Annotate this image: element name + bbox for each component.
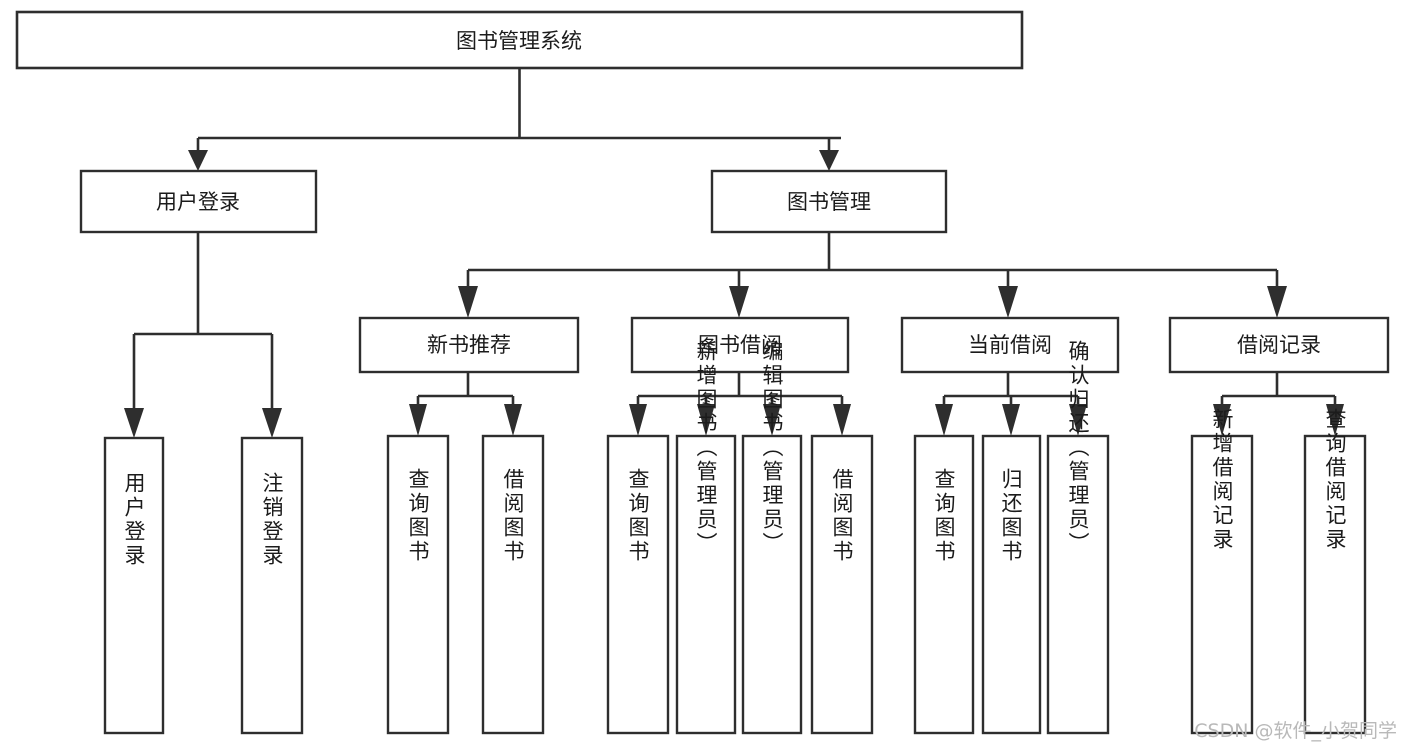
leaf-bb-query-book-label: 查询图书 xyxy=(626,468,650,564)
node-user-login-box[interactable] xyxy=(79,169,318,234)
leaf-nb-borrow-book[interactable]: 借阅图书 xyxy=(481,434,545,735)
leaf-logout[interactable]: 注销登录 xyxy=(240,436,304,735)
node-book-borrow-label: 图书借阅 xyxy=(698,333,782,357)
node-book-management-label: 图书管理 xyxy=(787,190,871,214)
node-root[interactable]: 图书管理系统 xyxy=(15,10,1024,70)
node-book-borrow-box[interactable] xyxy=(630,316,850,374)
arrow-head-br-query-record xyxy=(1326,404,1344,436)
leaf-br-add-record-label: 新增借阅记录 xyxy=(1210,408,1234,552)
node-root-label: 图书管理系统 xyxy=(456,29,582,53)
node-new-book-recommend-box[interactable] xyxy=(358,316,580,374)
leaf-br-query-record-box[interactable] xyxy=(1303,434,1367,735)
leaf-cb-query-book[interactable]: 查询图书 xyxy=(913,434,975,735)
arrow-head-br-add-record xyxy=(1213,404,1231,436)
leaf-cb-confirm-return[interactable]: 确认归还（管理员） xyxy=(1046,340,1110,735)
arrow-head-leaf-user-login xyxy=(124,408,144,438)
leaf-bb-add-book-label: 新增图书（管理员） xyxy=(694,340,718,556)
connector-layer xyxy=(124,68,1344,438)
node-current-borrow-label: 当前借阅 xyxy=(968,333,1052,357)
leaf-nb-query-book[interactable]: 查询图书 xyxy=(386,434,450,735)
arrow-head-user-login xyxy=(188,150,208,171)
leaf-bb-add-book[interactable]: 新增图书（管理员） xyxy=(675,340,737,735)
arrow-head-nb-query-book xyxy=(409,404,427,436)
arrow-head-bb-add-book xyxy=(697,404,715,436)
leaf-cb-confirm-return-label: 确认归还（管理员） xyxy=(1066,340,1090,556)
leaf-bb-add-book-box[interactable] xyxy=(675,434,737,735)
node-root-box[interactable] xyxy=(15,10,1024,70)
leaf-bb-edit-book[interactable]: 编辑图书（管理员） xyxy=(741,340,803,735)
arrow-head-book-borrow xyxy=(729,286,749,318)
leaf-br-query-record[interactable]: 查询借阅记录 xyxy=(1303,408,1367,735)
arrow-head-borrow-records xyxy=(1267,286,1287,318)
leaf-bb-edit-book-label: 编辑图书（管理员） xyxy=(760,340,784,556)
leaf-bb-query-book[interactable]: 查询图书 xyxy=(606,434,670,735)
leaf-br-add-record-box[interactable] xyxy=(1190,434,1254,735)
leaf-bb-borrow-book[interactable]: 借阅图书 xyxy=(810,434,874,735)
node-current-borrow-box[interactable] xyxy=(900,316,1120,374)
leaf-nb-query-book-box[interactable] xyxy=(386,434,450,735)
leaf-nb-borrow-book-label: 借阅图书 xyxy=(501,468,525,564)
node-borrow-records-label: 借阅记录 xyxy=(1237,333,1321,357)
leaf-user-login[interactable]: 用户登录 xyxy=(103,436,165,735)
leaf-user-login-label: 用户登录 xyxy=(122,472,146,568)
node-borrow-records-box[interactable] xyxy=(1168,316,1390,374)
leaf-cb-confirm-return-box[interactable] xyxy=(1046,434,1110,735)
leaf-cb-return-book-box[interactable] xyxy=(981,434,1042,735)
arrow-head-nb-borrow-book xyxy=(504,404,522,436)
leaf-nb-query-book-label: 查询图书 xyxy=(406,468,430,564)
node-user-login-label: 用户登录 xyxy=(156,190,240,214)
node-book-management-box[interactable] xyxy=(710,169,948,234)
node-book-borrow[interactable]: 图书借阅 xyxy=(630,316,850,374)
arrow-head-bb-edit-book xyxy=(763,404,781,436)
leaf-cb-return-book-label: 归还图书 xyxy=(999,468,1023,564)
arrow-head-cb-confirm-return xyxy=(1069,404,1087,436)
leaf-bb-query-book-box[interactable] xyxy=(606,434,670,735)
arrow-head-bb-borrow-book xyxy=(833,404,851,436)
leaf-cb-return-book[interactable]: 归还图书 xyxy=(981,434,1042,735)
leaf-nb-borrow-book-box[interactable] xyxy=(481,434,545,735)
arrow-head-current-borrow xyxy=(998,286,1018,318)
leaf-cb-query-book-box[interactable] xyxy=(913,434,975,735)
node-user-login[interactable]: 用户登录 xyxy=(79,169,318,234)
node-current-borrow[interactable]: 当前借阅 xyxy=(900,316,1120,374)
leaf-cb-query-book-label: 查询图书 xyxy=(932,468,956,564)
leaf-bb-borrow-book-box[interactable] xyxy=(810,434,874,735)
leaf-bb-edit-book-box[interactable] xyxy=(741,434,803,735)
arrow-head-cb-return-book xyxy=(1002,404,1020,436)
arrow-head-book-mgmt xyxy=(819,150,839,171)
leaf-user-login-box[interactable] xyxy=(103,436,165,735)
arrow-head-leaf-logout xyxy=(262,408,282,438)
arrow-head-cb-query-book xyxy=(935,404,953,436)
leaf-br-add-record[interactable]: 新增借阅记录 xyxy=(1190,408,1254,735)
node-new-book-recommend-label: 新书推荐 xyxy=(427,333,511,357)
node-book-management[interactable]: 图书管理 xyxy=(710,169,948,234)
arrow-head-new-book-rec xyxy=(458,286,478,318)
leaf-br-query-record-label: 查询借阅记录 xyxy=(1323,408,1347,552)
node-borrow-records[interactable]: 借阅记录 xyxy=(1168,316,1390,374)
arrow-head-bb-query-book xyxy=(629,404,647,436)
leaf-logout-box[interactable] xyxy=(240,436,304,735)
leaf-logout-label: 注销登录 xyxy=(260,472,284,568)
leaf-bb-borrow-book-label: 借阅图书 xyxy=(830,468,854,564)
node-new-book-recommend[interactable]: 新书推荐 xyxy=(358,316,580,374)
